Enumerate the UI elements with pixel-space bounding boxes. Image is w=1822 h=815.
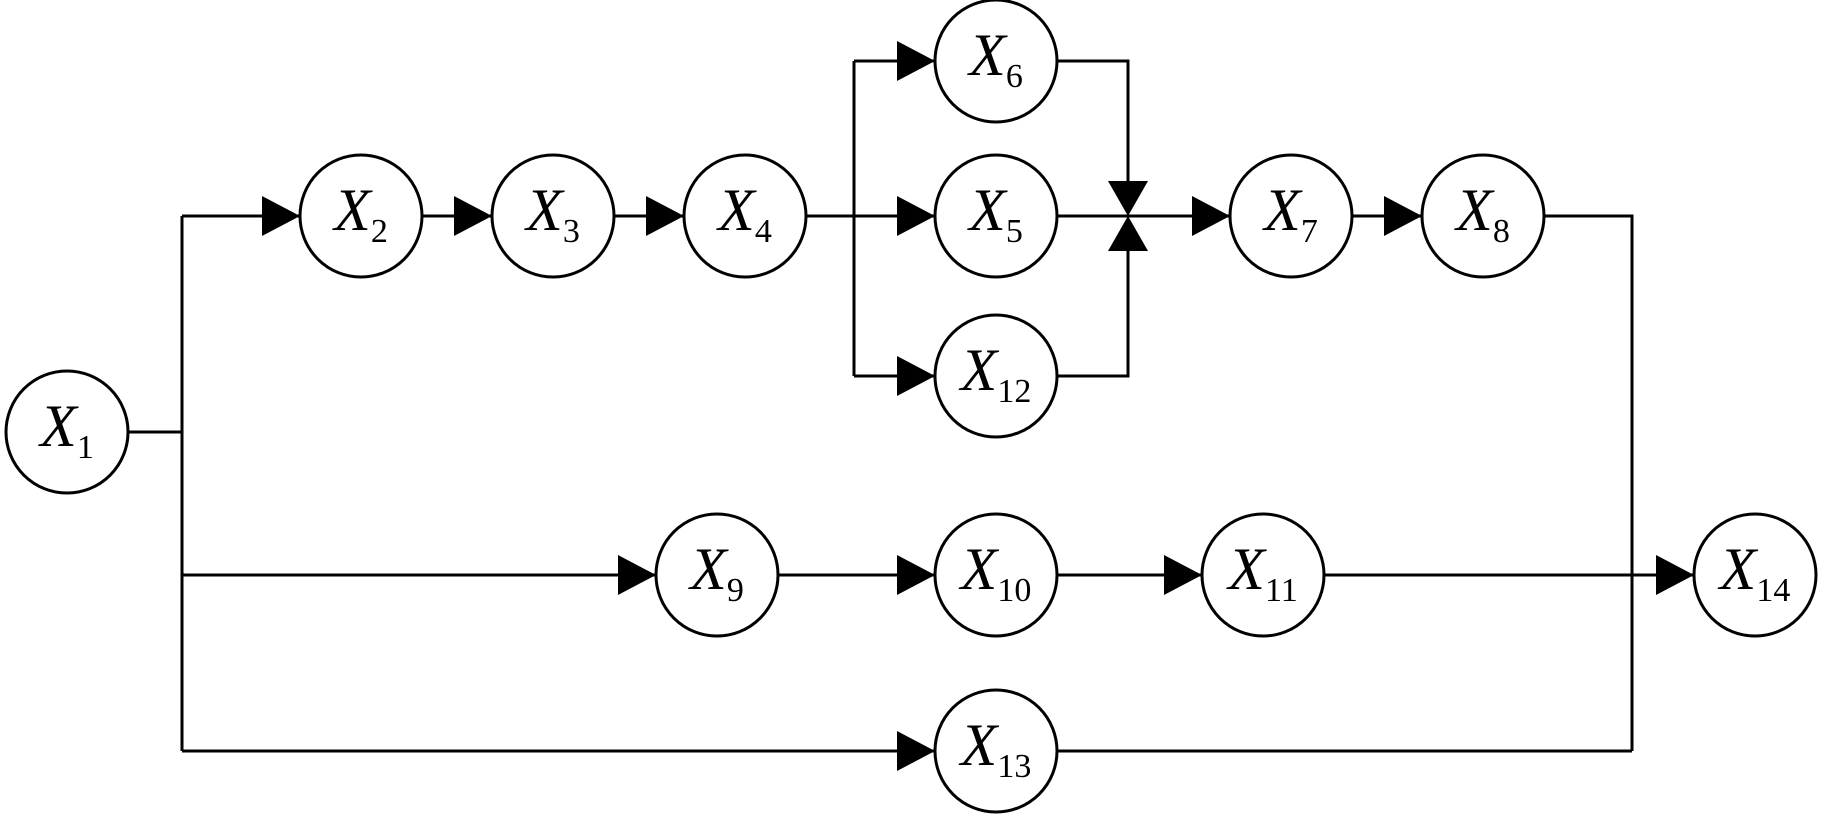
arrow-into-x11 [1164, 555, 1202, 595]
node-x2: X2 [298, 153, 424, 279]
arrow-into-x3 [454, 196, 492, 236]
arrow-into-x12 [897, 356, 935, 396]
node-x13-circle [933, 688, 1059, 814]
node-x14: X14 [1692, 512, 1818, 638]
arrow-into-x8 [1384, 196, 1422, 236]
node-x5-circle [933, 153, 1059, 279]
arrow-into-x10 [897, 555, 935, 595]
node-x5: X5 [933, 153, 1059, 279]
node-x13: X13 [933, 688, 1059, 814]
node-x9: X9 [654, 512, 780, 638]
node-x10-circle [933, 512, 1059, 638]
node-x2-circle [298, 153, 424, 279]
node-x10-label: X10 [959, 536, 1032, 609]
node-x9-circle [654, 512, 780, 638]
arrow-into-x9 [618, 555, 656, 595]
node-x4: X4 [682, 153, 808, 279]
arrow-merge-from-x6 [1108, 181, 1148, 216]
nodes: X1 X2 X3 X4 X5 [4, 0, 1818, 814]
node-x1: X1 [4, 369, 130, 495]
node-x3-label: X3 [524, 177, 580, 250]
node-x7: X7 [1228, 153, 1354, 279]
arrow-into-x13 [897, 731, 935, 771]
node-x1-circle [4, 369, 130, 495]
node-x1-label: X1 [38, 393, 94, 466]
node-x7-circle [1228, 153, 1354, 279]
arrow-into-x2 [262, 196, 300, 236]
node-x14-label: X14 [1718, 536, 1791, 609]
node-x10: X10 [933, 512, 1059, 638]
node-x2-label: X2 [332, 177, 388, 250]
arrowheads [262, 41, 1694, 771]
node-x13-label: X13 [959, 712, 1032, 785]
node-x6-circle [933, 0, 1059, 124]
node-x4-circle [682, 153, 808, 279]
edge-x12-x7 [1057, 249, 1130, 378]
node-x8-label: X8 [1454, 177, 1510, 250]
node-x3-circle [490, 153, 616, 279]
node-x6: X6 [933, 0, 1059, 124]
arrow-merge-from-x12 [1108, 216, 1148, 251]
node-x12-label: X12 [959, 337, 1032, 410]
arrow-into-x14 [1656, 555, 1694, 595]
node-x11-label: X11 [1226, 536, 1297, 609]
arrow-into-x4 [646, 196, 684, 236]
arrow-into-x7 [1192, 196, 1230, 236]
node-x3: X3 [490, 153, 616, 279]
node-x12: X12 [933, 313, 1059, 439]
node-x14-circle [1692, 512, 1818, 638]
edge-x6-x7 [1057, 59, 1130, 183]
node-x11: X11 [1200, 512, 1326, 638]
node-x4-label: X4 [716, 177, 772, 250]
arrow-into-x6 [897, 41, 935, 81]
node-x7-label: X7 [1262, 177, 1318, 250]
node-x9-label: X9 [688, 536, 744, 609]
node-x8-circle [1420, 153, 1546, 279]
node-x8: X8 [1420, 153, 1546, 279]
node-x6-label: X6 [967, 22, 1023, 95]
node-x12-circle [933, 313, 1059, 439]
node-x11-circle [1200, 512, 1326, 638]
arrow-into-x5 [897, 196, 935, 236]
edge-x8-x14 [1544, 214, 1634, 751]
node-x5-label: X5 [967, 177, 1023, 250]
